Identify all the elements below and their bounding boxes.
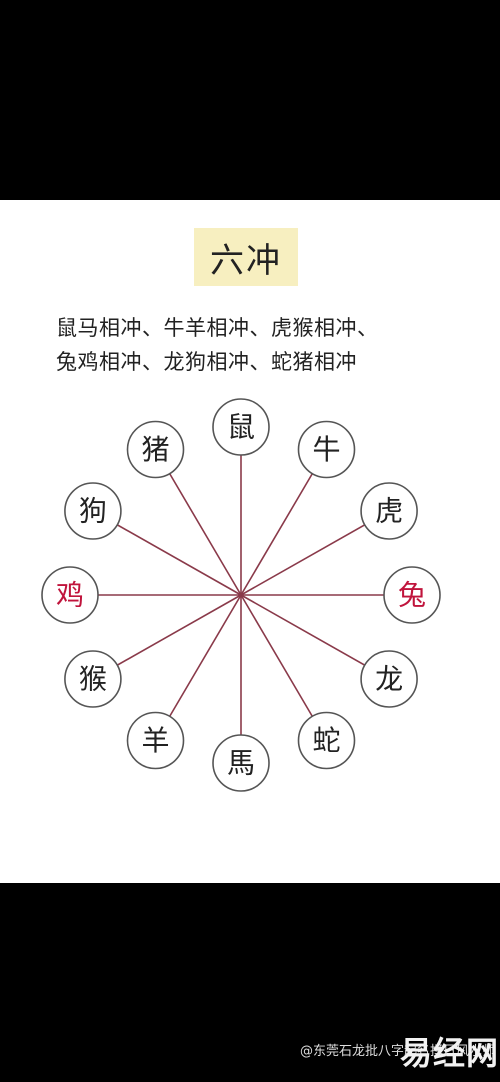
zodiac-label: 鼠	[227, 411, 255, 444]
zodiac-node: 鸡	[41, 566, 99, 624]
zodiac-node: 鼠	[212, 398, 270, 456]
zodiac-node: 猴	[64, 650, 122, 708]
zodiac-circle	[64, 650, 122, 708]
zodiac-label: 狗	[79, 495, 107, 528]
zodiac-node: 狗	[64, 482, 122, 540]
zodiac-circle	[360, 482, 418, 540]
brand-logo: 易经网	[400, 1034, 500, 1072]
zodiac-circle	[41, 566, 99, 624]
zodiac-node: 兔	[383, 566, 441, 624]
zodiac-node: 羊	[126, 711, 185, 770]
zodiac-label: 馬	[227, 747, 255, 780]
zodiac-label: 羊	[141, 724, 169, 757]
title-box: 六冲	[194, 228, 298, 286]
zodiac-label: 龙	[375, 663, 403, 696]
page-title: 六冲	[210, 240, 282, 281]
zodiac-label: 虎	[375, 495, 403, 528]
zodiac-node: 猪	[126, 420, 185, 479]
zodiac-label: 猴	[79, 663, 107, 696]
zodiac-label: 牛	[312, 433, 340, 466]
zodiac-label: 鸡	[56, 579, 84, 612]
pairs-line-1: 鼠马相冲、牛羊相冲、虎猴相冲、	[56, 316, 379, 340]
zodiac-node: 馬	[212, 734, 270, 792]
zodiac-node: 蛇	[297, 711, 356, 770]
zodiac-label: 猪	[141, 433, 169, 466]
zodiac-label: 兔	[398, 579, 426, 612]
zodiac-circle	[212, 734, 270, 792]
zodiac-circle	[297, 711, 356, 770]
watermark-text: @东莞石龙批八字起名择日风水师	[300, 1044, 496, 1059]
zodiac-circle	[360, 650, 418, 708]
zodiac-label: 蛇	[312, 724, 340, 757]
zodiac-circle	[212, 398, 270, 456]
zodiac-circle	[383, 566, 441, 624]
zodiac-circle	[297, 420, 356, 479]
zodiac-node: 虎	[360, 482, 418, 540]
zodiac-circle	[64, 482, 122, 540]
zodiac-node: 龙	[360, 650, 418, 708]
zodiac-circle	[126, 420, 185, 479]
zodiac-circle	[126, 711, 185, 770]
zodiac-node: 牛	[297, 420, 356, 479]
pairs-line-2: 兔鸡相冲、龙狗相冲、蛇猪相冲	[56, 350, 357, 374]
